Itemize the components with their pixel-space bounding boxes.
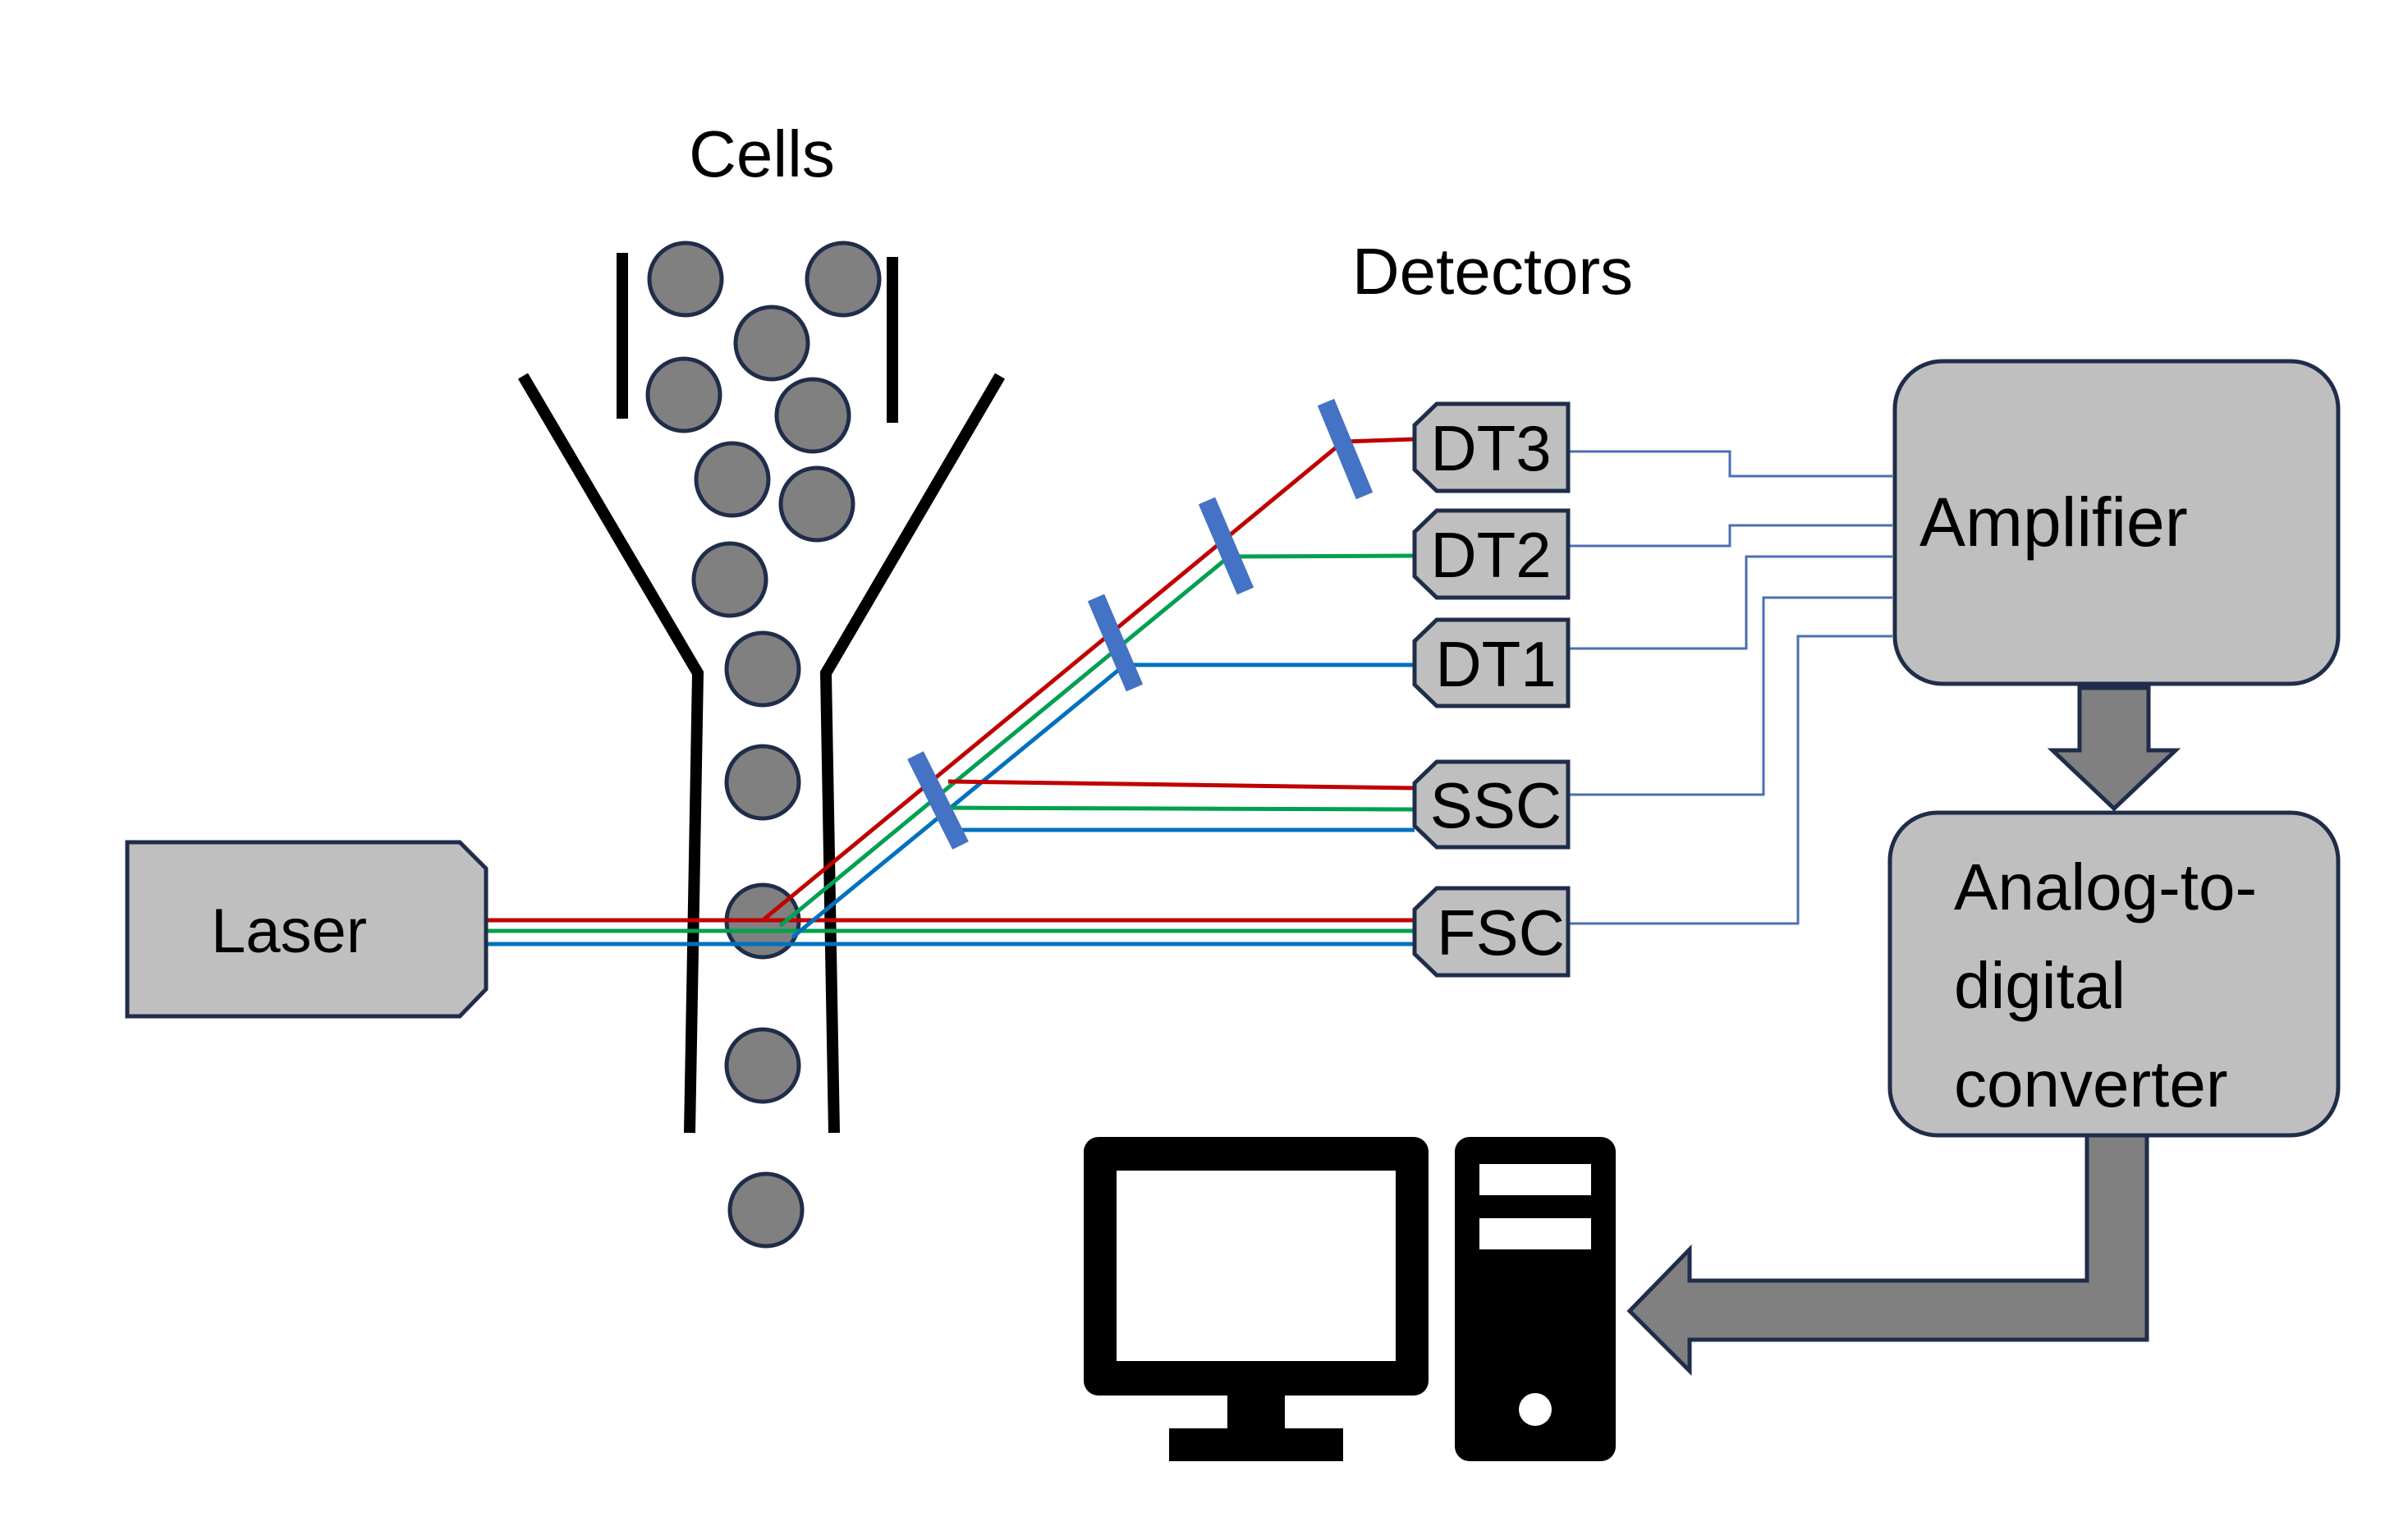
detector-dt3: DT3 xyxy=(1412,401,1571,493)
flow-cell-left-wall xyxy=(517,373,704,1134)
wire-dt2 xyxy=(1568,524,1892,548)
beam-blue-scatter xyxy=(791,662,1415,939)
cell xyxy=(647,241,724,318)
laser-box: Laser xyxy=(125,840,488,1019)
cell xyxy=(805,241,882,318)
detector-fsc-body xyxy=(1412,886,1571,978)
tower-bay-2 xyxy=(1479,1218,1591,1249)
cell xyxy=(727,1171,805,1249)
monitor-base xyxy=(1169,1428,1343,1461)
laser-label: Laser xyxy=(211,896,367,966)
tower-bay-1 xyxy=(1479,1164,1591,1195)
detector-fsc: FSC xyxy=(1412,886,1571,978)
cell xyxy=(694,441,771,518)
amplifier-box: Amplifier xyxy=(1892,359,2341,686)
adc-box: Analog-to- digital converter xyxy=(1887,810,2341,1138)
adc-label-line1: Analog-to- xyxy=(1954,850,2257,924)
flow-cell xyxy=(517,253,1006,1134)
arrow-adc-to-computer xyxy=(1626,1133,2149,1377)
filter-dt3 xyxy=(1317,398,1374,500)
filter-ssc xyxy=(907,751,969,850)
cell xyxy=(724,1027,801,1104)
signal-wires xyxy=(1568,450,1892,925)
detector-ssc-label: SSC xyxy=(1430,769,1562,841)
cell xyxy=(774,377,851,454)
beam-red-scatter xyxy=(761,437,1415,922)
cells-title: Cells xyxy=(689,117,835,190)
detectors-title: Detectors xyxy=(1352,235,1633,308)
detector-ssc-body xyxy=(1412,759,1571,850)
beam-green-ssc xyxy=(937,805,1415,812)
beam-red-ssc xyxy=(947,779,1415,791)
cell xyxy=(778,465,855,543)
wire-fsc xyxy=(1568,635,1892,925)
detector-fsc-label: FSC xyxy=(1437,896,1565,969)
detector-dt2-label: DT2 xyxy=(1430,519,1551,591)
detector-dt1-label: DT1 xyxy=(1435,628,1556,700)
flow-cell-right-wall xyxy=(819,373,1006,1134)
adc-label-line3: converter xyxy=(1954,1047,2227,1121)
wire-dt1 xyxy=(1568,555,1892,650)
filters xyxy=(907,398,1374,850)
amplifier-label: Amplifier xyxy=(1919,484,2188,561)
adc-label-line2: digital xyxy=(1954,949,2126,1022)
filter-dt2 xyxy=(1198,497,1254,595)
tower-body xyxy=(1455,1137,1616,1461)
cell xyxy=(645,356,722,433)
arrow-amp-to-adc xyxy=(2047,685,2181,812)
cell xyxy=(724,744,801,821)
detector-dt3-body xyxy=(1412,401,1571,493)
monitor-screen xyxy=(1117,1171,1396,1361)
detector-dt1-body xyxy=(1412,617,1571,708)
detector-dt2: DT2 xyxy=(1412,508,1571,600)
filter-dt1 xyxy=(1087,594,1144,692)
cells-group xyxy=(645,241,882,1249)
wire-dt3 xyxy=(1568,450,1892,478)
desktop-computer-icon xyxy=(1084,1137,1616,1461)
detector-dt1: DT1 xyxy=(1412,617,1571,708)
amplifier-body xyxy=(1892,359,2341,686)
cell xyxy=(691,541,768,618)
wire-ssc xyxy=(1568,596,1892,796)
laser-beams xyxy=(486,437,1415,946)
detector-dt3-label: DT3 xyxy=(1430,412,1551,484)
laser-body xyxy=(125,840,488,1019)
detector-dt2-body xyxy=(1412,508,1571,600)
cell xyxy=(733,305,810,382)
cell xyxy=(724,630,801,708)
tower-power-button xyxy=(1519,1393,1552,1426)
monitor-neck xyxy=(1227,1396,1285,1430)
detector-ssc: SSC xyxy=(1412,759,1571,850)
